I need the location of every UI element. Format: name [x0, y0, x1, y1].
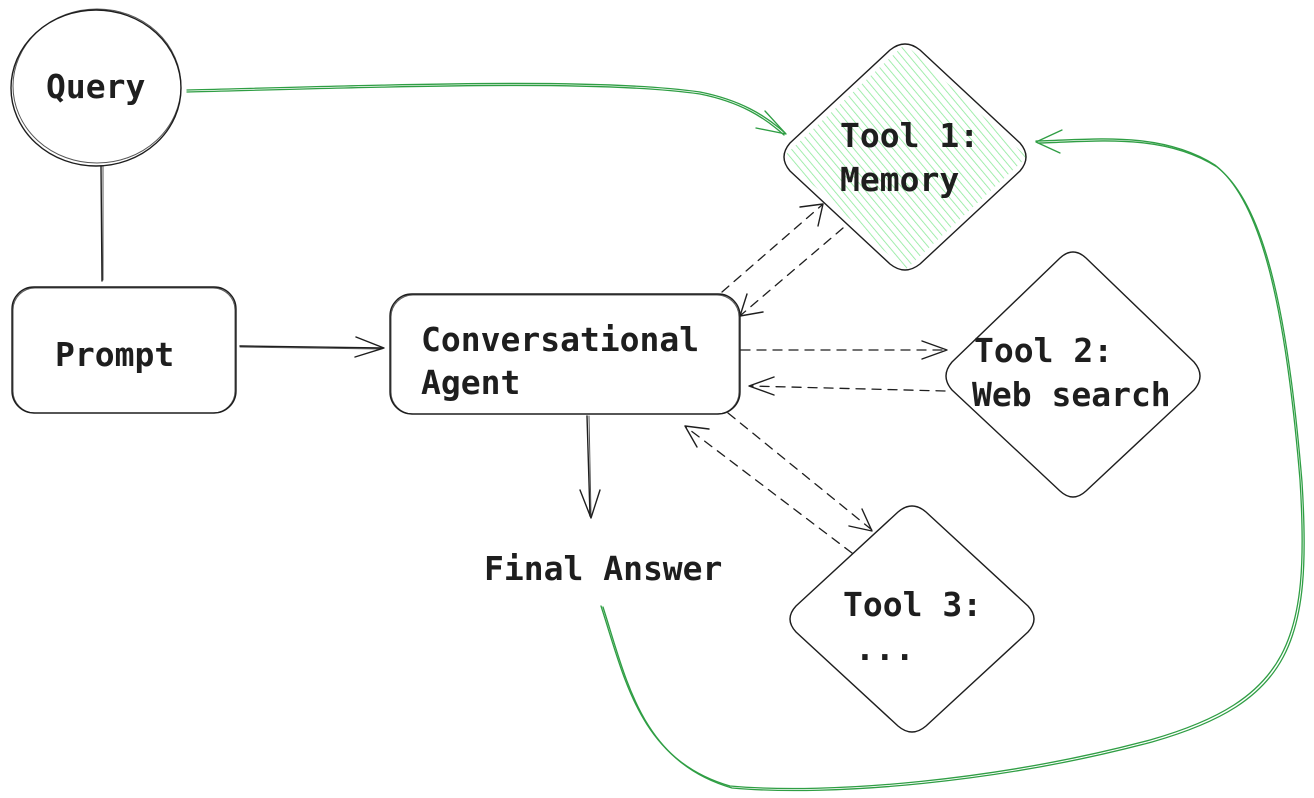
tool2-agent-dashed-arrow	[748, 376, 946, 396]
tool2-label-line2: Web search	[972, 375, 1171, 414]
agent-label-line1: Conversational	[421, 320, 699, 359]
prompt-label: Prompt	[55, 335, 174, 374]
agent-label-line2: Agent	[421, 363, 520, 402]
tool3-node[interactable]: Tool 3: ...	[789, 505, 1035, 733]
prompt-node[interactable]: Prompt	[11, 286, 237, 414]
query-label: Query	[46, 67, 145, 106]
query-prompt-connector	[100, 165, 104, 282]
final-tool1-green-loop-arrow	[600, 129, 1305, 792]
prompt-agent-arrow	[239, 336, 385, 358]
tool2-web-search-node[interactable]: Tool 2: Web search	[945, 251, 1201, 498]
tool2-label-line1: Tool 2:	[974, 331, 1113, 370]
tool1-memory-node[interactable]: Tool 1: Memory	[783, 43, 1027, 271]
tool1-label-line2: Memory	[840, 160, 959, 199]
tool1-label-line1: Tool 1:	[840, 116, 979, 155]
tool1-agent-dashed-arrow	[739, 227, 844, 317]
tool3-label-line1: Tool 3:	[843, 585, 982, 624]
agent-tool2-dashed-arrow	[740, 340, 948, 360]
query-node[interactable]: Query	[10, 8, 182, 167]
agent-tool1-dashed-arrow	[721, 203, 824, 293]
final-answer-label: Final Answer	[484, 549, 722, 588]
agent-final-arrow	[579, 415, 601, 519]
agent-node[interactable]: Conversational Agent	[389, 293, 741, 415]
tool3-agent-dashed-arrow	[684, 425, 853, 554]
query-tool1-green-arrow	[186, 82, 787, 136]
agent-tool3-dashed-arrow	[727, 412, 873, 532]
tool3-label-line2: ...	[855, 629, 915, 668]
